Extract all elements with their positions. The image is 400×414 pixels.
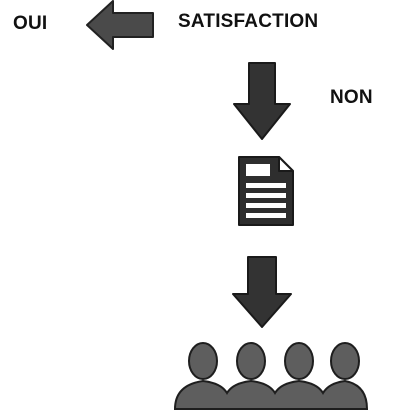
document-icon (238, 156, 294, 226)
yes-label: OUI (13, 13, 48, 34)
satisfaction-label: SATISFACTION (178, 11, 319, 32)
group-of-people-icon (173, 342, 369, 410)
left-arrow-icon (86, 0, 154, 50)
down-arrow-icon (233, 62, 291, 140)
down-arrow-icon (232, 256, 292, 328)
no-label: NON (330, 87, 373, 108)
